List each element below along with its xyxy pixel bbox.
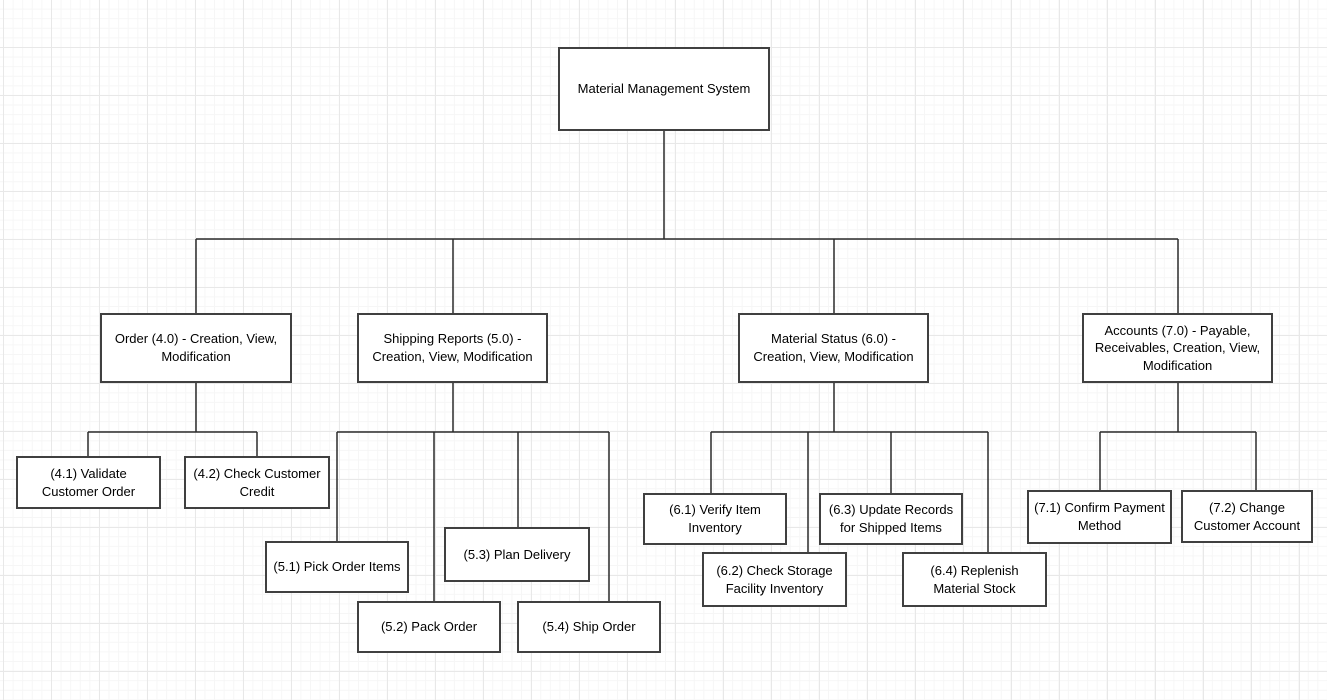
node-5-3-plan-delivery[interactable]: (5.3) Plan Delivery: [444, 527, 590, 582]
node-shipping-reports-5-0[interactable]: Shipping Reports (5.0) - Creation, View,…: [357, 313, 548, 383]
node-6-3-update-records-for-shipped-items[interactable]: (6.3) Update Records for Shipped Items: [819, 493, 963, 545]
node-6-1-verify-item-inventory[interactable]: (6.1) Verify Item Inventory: [643, 493, 787, 545]
node-7-2-change-customer-account[interactable]: (7.2) Change Customer Account: [1181, 490, 1313, 543]
node-accounts-7-0[interactable]: Accounts (7.0) - Payable, Receivables, C…: [1082, 313, 1273, 383]
node-7-1-confirm-payment-method[interactable]: (7.1) Confirm Payment Method: [1027, 490, 1172, 544]
node-4-2-check-customer-credit[interactable]: (4.2) Check Customer Credit: [184, 456, 330, 509]
node-6-2-check-storage-facility-inventory[interactable]: (6.2) Check Storage Facility Inventory: [702, 552, 847, 607]
node-6-4-replenish-material-stock[interactable]: (6.4) Replenish Material Stock: [902, 552, 1047, 607]
node-order-4-0[interactable]: Order (4.0) - Creation, View, Modificati…: [100, 313, 292, 383]
node-material-status-6-0[interactable]: Material Status (6.0) - Creation, View, …: [738, 313, 929, 383]
node-4-1-validate-customer-order[interactable]: (4.1) Validate Customer Order: [16, 456, 161, 509]
node-material-management-system[interactable]: Material Management System: [558, 47, 770, 131]
node-5-1-pick-order-items[interactable]: (5.1) Pick Order Items: [265, 541, 409, 593]
node-5-4-ship-order[interactable]: (5.4) Ship Order: [517, 601, 661, 653]
node-5-2-pack-order[interactable]: (5.2) Pack Order: [357, 601, 501, 653]
